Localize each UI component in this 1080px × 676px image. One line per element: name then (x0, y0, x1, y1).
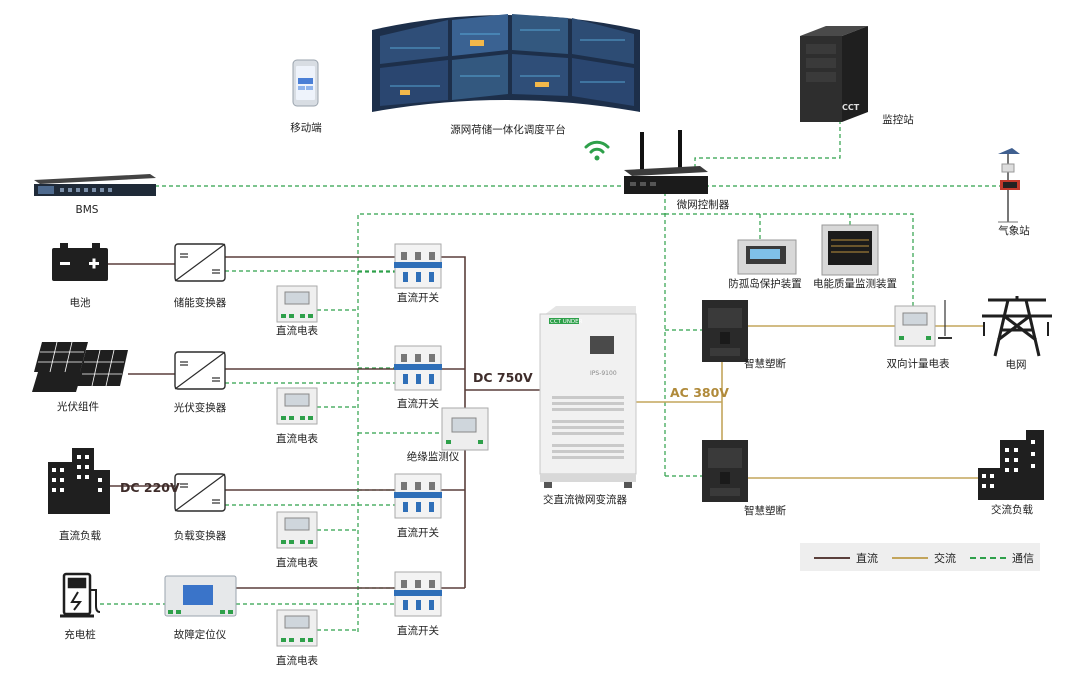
mobile-phone (292, 59, 319, 107)
dc-meters (276, 285, 318, 647)
converter-cabinet: CCT UNDER IPS-9100 (539, 306, 637, 488)
ac380-label: AC 380V (670, 385, 729, 400)
legend: 直流 交流 通信 (800, 543, 1040, 571)
dc-meter-label-1: 直流电表 (276, 325, 318, 337)
bms-device (34, 174, 156, 196)
cabinet-brand-text: CCT UNDER (550, 319, 583, 325)
ac-load-building-icon (978, 430, 1044, 500)
weather-station (998, 148, 1020, 223)
pv-label: 光伏组件 (57, 401, 99, 413)
dc-switch-label-2: 直流开关 (397, 398, 439, 410)
microgrid-controller (624, 130, 708, 194)
legend-ac-swatch (892, 557, 928, 559)
grid-label: 电网 (1005, 359, 1027, 371)
pv-panels-icon (32, 341, 128, 392)
pc-brand-text: CCT (842, 103, 860, 112)
legend-dc-swatch (814, 557, 850, 559)
grid-tower-icon (982, 296, 1052, 357)
ac-lines (636, 325, 985, 479)
monitoring-pc: CCT (800, 26, 868, 122)
legend-comm-swatch (970, 557, 1006, 559)
weather-label: 气象站 (998, 225, 1030, 237)
dc-load-label: 直流负载 (59, 530, 101, 542)
insulation-monitor-device (441, 407, 489, 451)
smart-breaker-label-2: 智慧塑断 (744, 505, 786, 517)
wifi-icon (584, 140, 610, 161)
storage-converter-label: 储能变换器 (173, 297, 227, 309)
dc750-label: DC 750V (473, 370, 533, 385)
dc-load-building-icon (48, 448, 110, 514)
power-quality-device (821, 224, 879, 276)
bms-label: BMS (75, 204, 99, 216)
power-quality-label: 电能质量监测装置 (813, 278, 897, 290)
monitor-station-label: 监控站 (882, 114, 914, 126)
bidir-meter-label: 双向计量电表 (886, 358, 950, 370)
platform-screens (372, 14, 640, 112)
dc-switch-label-3: 直流开关 (397, 527, 439, 539)
ac-load-label: 交流负载 (991, 504, 1033, 516)
dc-meter-label-4: 直流电表 (276, 655, 318, 667)
fault-locator-device (164, 575, 237, 617)
load-converter-label: 负载变换器 (173, 530, 227, 542)
smart-breaker-label-1: 智慧塑断 (744, 358, 786, 370)
converter-label: 交直流微网变流器 (543, 494, 627, 506)
anti-island-device (737, 239, 797, 275)
legend-ac-label: 交流 (934, 552, 956, 565)
dc-meter-label-3: 直流电表 (276, 557, 318, 569)
dc-switch-label-4: 直流开关 (397, 625, 439, 637)
charger-icon (60, 572, 101, 618)
dc-switch-label-1: 直流开关 (397, 292, 439, 304)
dc220-label: DC 220V (120, 480, 180, 495)
dc-meter-label-2: 直流电表 (276, 433, 318, 445)
anti-island-label: 防孤岛保护装置 (728, 278, 802, 290)
bidirectional-meter-device (894, 300, 952, 347)
pv-converter-label: 光伏变换器 (173, 402, 227, 414)
smart-breakers (702, 300, 748, 502)
cabinet-model-text: IPS-9100 (590, 370, 617, 377)
legend-comm-label: 通信 (1012, 552, 1034, 565)
controller-label: 微网控制器 (676, 199, 730, 211)
platform-label: 源网荷储一体化调度平台 (450, 124, 566, 136)
converter-symbols (174, 243, 226, 512)
charger-label: 充电桩 (64, 629, 96, 641)
insulation-label: 绝缘监测仪 (406, 451, 460, 463)
fault-locator-label: 故障定位仪 (173, 629, 227, 641)
mobile-label: 移动端 (290, 122, 322, 134)
dc-switches (394, 243, 442, 617)
battery-label: 电池 (69, 297, 91, 309)
legend-dc-label: 直流 (856, 552, 878, 565)
battery-icon (52, 243, 108, 281)
